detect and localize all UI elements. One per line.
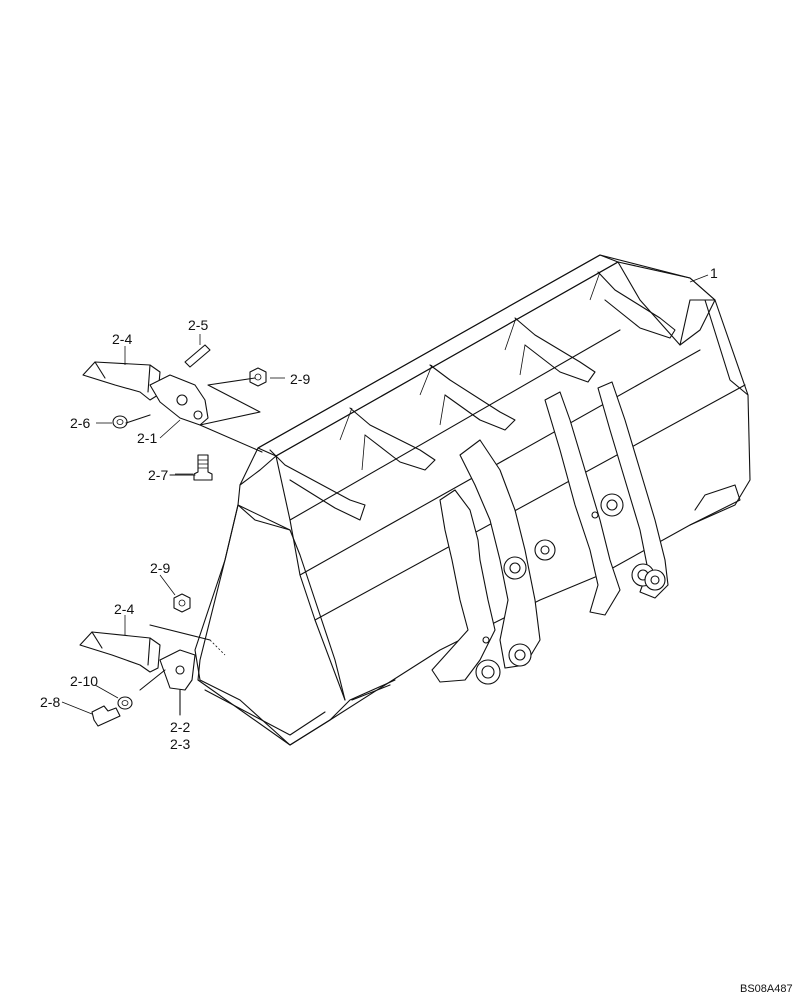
- upper-tooth-assembly: [82, 344, 267, 481]
- bolt-lower: [91, 705, 121, 727]
- hitch-bracket-right: [544, 381, 669, 616]
- bucket-assembly: [194, 254, 751, 746]
- label-part-2-4-upper: 2-4: [112, 331, 132, 347]
- label-part-2-6: 2-6: [70, 415, 90, 431]
- label-part-2-4-lower: 2-4: [114, 601, 134, 617]
- label-part-2-9-upper: 2-9: [290, 371, 310, 387]
- washer: [112, 415, 128, 429]
- lower-tooth-assembly: [79, 593, 226, 727]
- callout-labels: 1 2-5 2-4 2-9 2-6 2-1 2-7 2-9 2-4 2-10 2…: [40, 265, 718, 752]
- label-part-2-8: 2-8: [40, 694, 60, 710]
- bolt-upper: [193, 454, 213, 481]
- washer-lower: [117, 696, 133, 710]
- label-part-2-9-lower: 2-9: [150, 560, 170, 576]
- label-part-2-10: 2-10: [70, 673, 98, 689]
- label-part-2-2: 2-2: [170, 719, 190, 735]
- nut-lower: [173, 593, 191, 613]
- label-part-2-5: 2-5: [188, 317, 208, 333]
- reference-code: BS08A487: [740, 983, 793, 995]
- label-part-2-7: 2-7: [148, 467, 168, 483]
- label-part-2-3: 2-3: [170, 736, 190, 752]
- callout-leaders: [61, 274, 709, 715]
- tooth-lower: [79, 631, 161, 673]
- label-part-1: 1: [710, 265, 718, 281]
- pin: [184, 344, 211, 368]
- nut-upper: [249, 367, 267, 387]
- hitch-bracket-left: [431, 439, 556, 685]
- label-part-2-1: 2-1: [137, 430, 157, 446]
